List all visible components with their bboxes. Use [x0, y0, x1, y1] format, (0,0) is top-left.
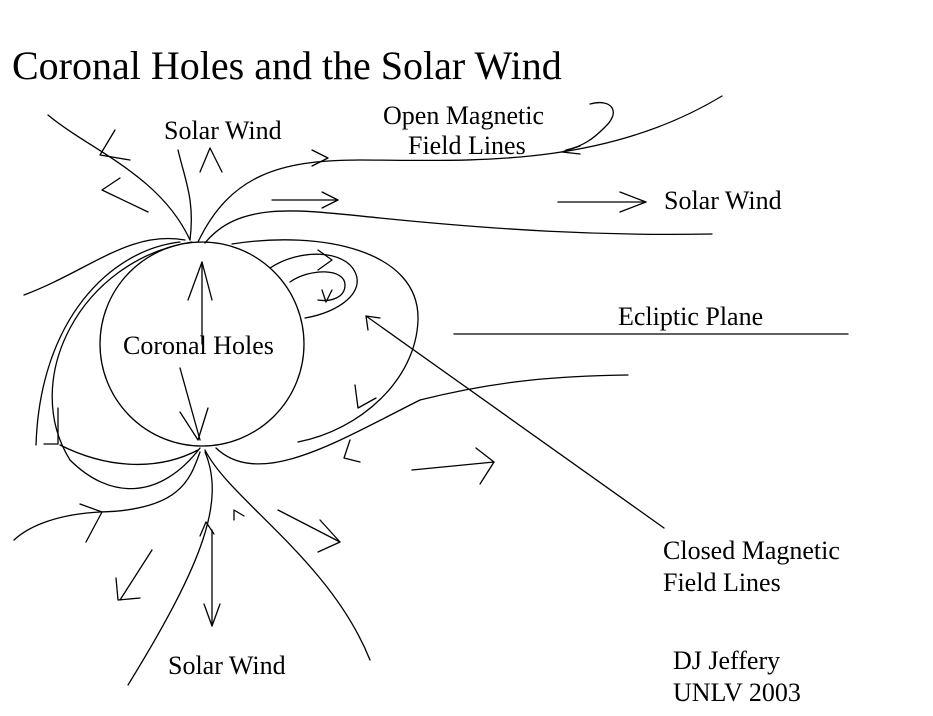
open-field-squiggle-pointer: [565, 102, 614, 151]
open-field-line-south-west: [13, 451, 201, 541]
open-field-line-northeast-long: [197, 95, 723, 243]
open-field-line-north-top: [177, 149, 192, 241]
arrowhead-down: [179, 407, 209, 441]
arrow-closed-loop-small: [317, 249, 333, 271]
arrow-closed-loop-inner: [321, 289, 333, 303]
arrow-south-west-line: [79, 503, 103, 543]
arrowhead-southeast: [317, 519, 341, 553]
arrow-north-left: [99, 129, 131, 161]
label-open-magnetic: Open Magnetic: [383, 101, 545, 130]
arrowhead-east-1: [321, 191, 339, 209]
arrowhead-solar-wind-right: [619, 191, 647, 213]
label-open-field-lines: Field Lines: [408, 131, 526, 160]
label-coronal-holes: Coronal Holes: [123, 331, 274, 360]
sun-circle: [99, 241, 305, 447]
label-solar-wind-bottom: Solar Wind: [168, 651, 286, 680]
open-field-line-west-lower: [35, 241, 181, 446]
arrowhead-southwest: [115, 577, 141, 601]
closed-loop-inner: [289, 271, 346, 302]
label-closed-field-lines: Field Lines: [663, 568, 781, 597]
closed-field-pointer-line: [365, 315, 665, 529]
closed-loop-large: [231, 239, 419, 443]
label-author: DJ Jeffery: [673, 646, 781, 675]
arrow-closed-loop-large: [354, 384, 377, 409]
arrow-north-top: [199, 147, 223, 173]
arrow-south-center: [199, 521, 215, 537]
closed-loop-small: [269, 253, 358, 319]
open-field-line-north-left: [47, 114, 191, 241]
label-ecliptic-plane: Ecliptic Plane: [618, 302, 764, 331]
closed-field-pointer-arrowhead: [365, 315, 381, 331]
arrow-west-lower: [43, 407, 59, 445]
diagram-title: Coronal Holes and the Solar Wind: [12, 43, 562, 88]
open-field-line-south-left: [59, 444, 199, 466]
arrow-northeast-1: [311, 149, 329, 167]
open-field-line-south-center: [127, 451, 213, 686]
arrowhead-east-2: [475, 447, 495, 485]
open-field-line-northeast-2: [204, 210, 713, 244]
open-field-squiggle-arrowhead: [561, 145, 581, 155]
arrow-south-east-line: [233, 509, 245, 521]
arrowhead-south: [203, 603, 221, 627]
arrow-shaft-down: [179, 367, 201, 441]
label-solar-wind-top: Solar Wind: [164, 116, 282, 145]
label-solar-wind-right: Solar Wind: [664, 186, 782, 215]
arrowhead-up: [187, 261, 213, 301]
open-field-line-south-east: [204, 449, 371, 661]
open-field-line-west: [23, 237, 186, 296]
arrow-shaft-southwest: [119, 549, 153, 601]
arrow-northwest: [101, 177, 149, 213]
label-closed-magnetic: Closed Magnetic: [663, 536, 840, 565]
closed-loop-west: [51, 241, 201, 490]
arrow-south-right-loop: [343, 439, 361, 463]
label-affiliation: UNLV 2003: [673, 678, 801, 707]
arrow-shaft-east-2: [411, 461, 495, 471]
open-field-line-south-right: [215, 374, 629, 465]
arrow-shaft-southeast: [277, 509, 341, 543]
